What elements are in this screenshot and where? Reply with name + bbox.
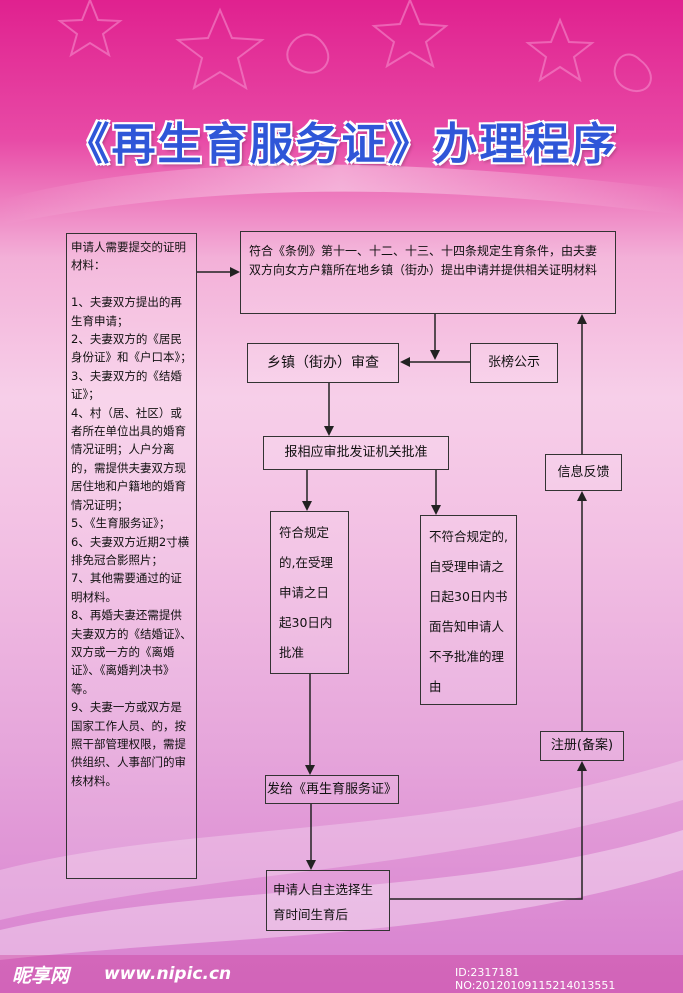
image-id: ID:2317181 NO:20120109115214013551 bbox=[455, 966, 616, 992]
town-review-step: 乡镇（街办）审查 bbox=[247, 343, 399, 383]
approved-step: 符合规定的,在受理申请之日起30日内批准 bbox=[270, 511, 349, 674]
star-pattern bbox=[57, 0, 652, 93]
page-title: 《再生育服务证》办理程序 bbox=[65, 119, 618, 170]
apply-step: 符合《条例》第十一、十二、十三、十四条规定生育条件，由夫妻双方向女方户籍所在地乡… bbox=[240, 231, 616, 314]
public-notice-step: 张榜公示 bbox=[470, 343, 558, 383]
register-step: 注册(备案) bbox=[540, 731, 624, 761]
info-feedback-step: 信息反馈 bbox=[545, 454, 622, 491]
materials-list: 申请人需要提交的证明材料： 1、夫妻双方提出的再生育申请； 2、夫妻双方的《居民… bbox=[66, 233, 197, 879]
site-logo: 昵享网 bbox=[12, 965, 70, 987]
report-approval-step: 报相应审批发证机关批准 bbox=[263, 436, 449, 470]
site-url: www.nipic.cn bbox=[104, 964, 232, 984]
issue-certificate-step: 发给《再生育服务证》 bbox=[265, 775, 399, 804]
rejected-step: 不符合规定的,自受理申请之日起30日内书面告知申请人不予批准的理由 bbox=[420, 515, 517, 705]
self-choose-step: 申请人自主选择生育时间生育后 bbox=[266, 870, 390, 931]
